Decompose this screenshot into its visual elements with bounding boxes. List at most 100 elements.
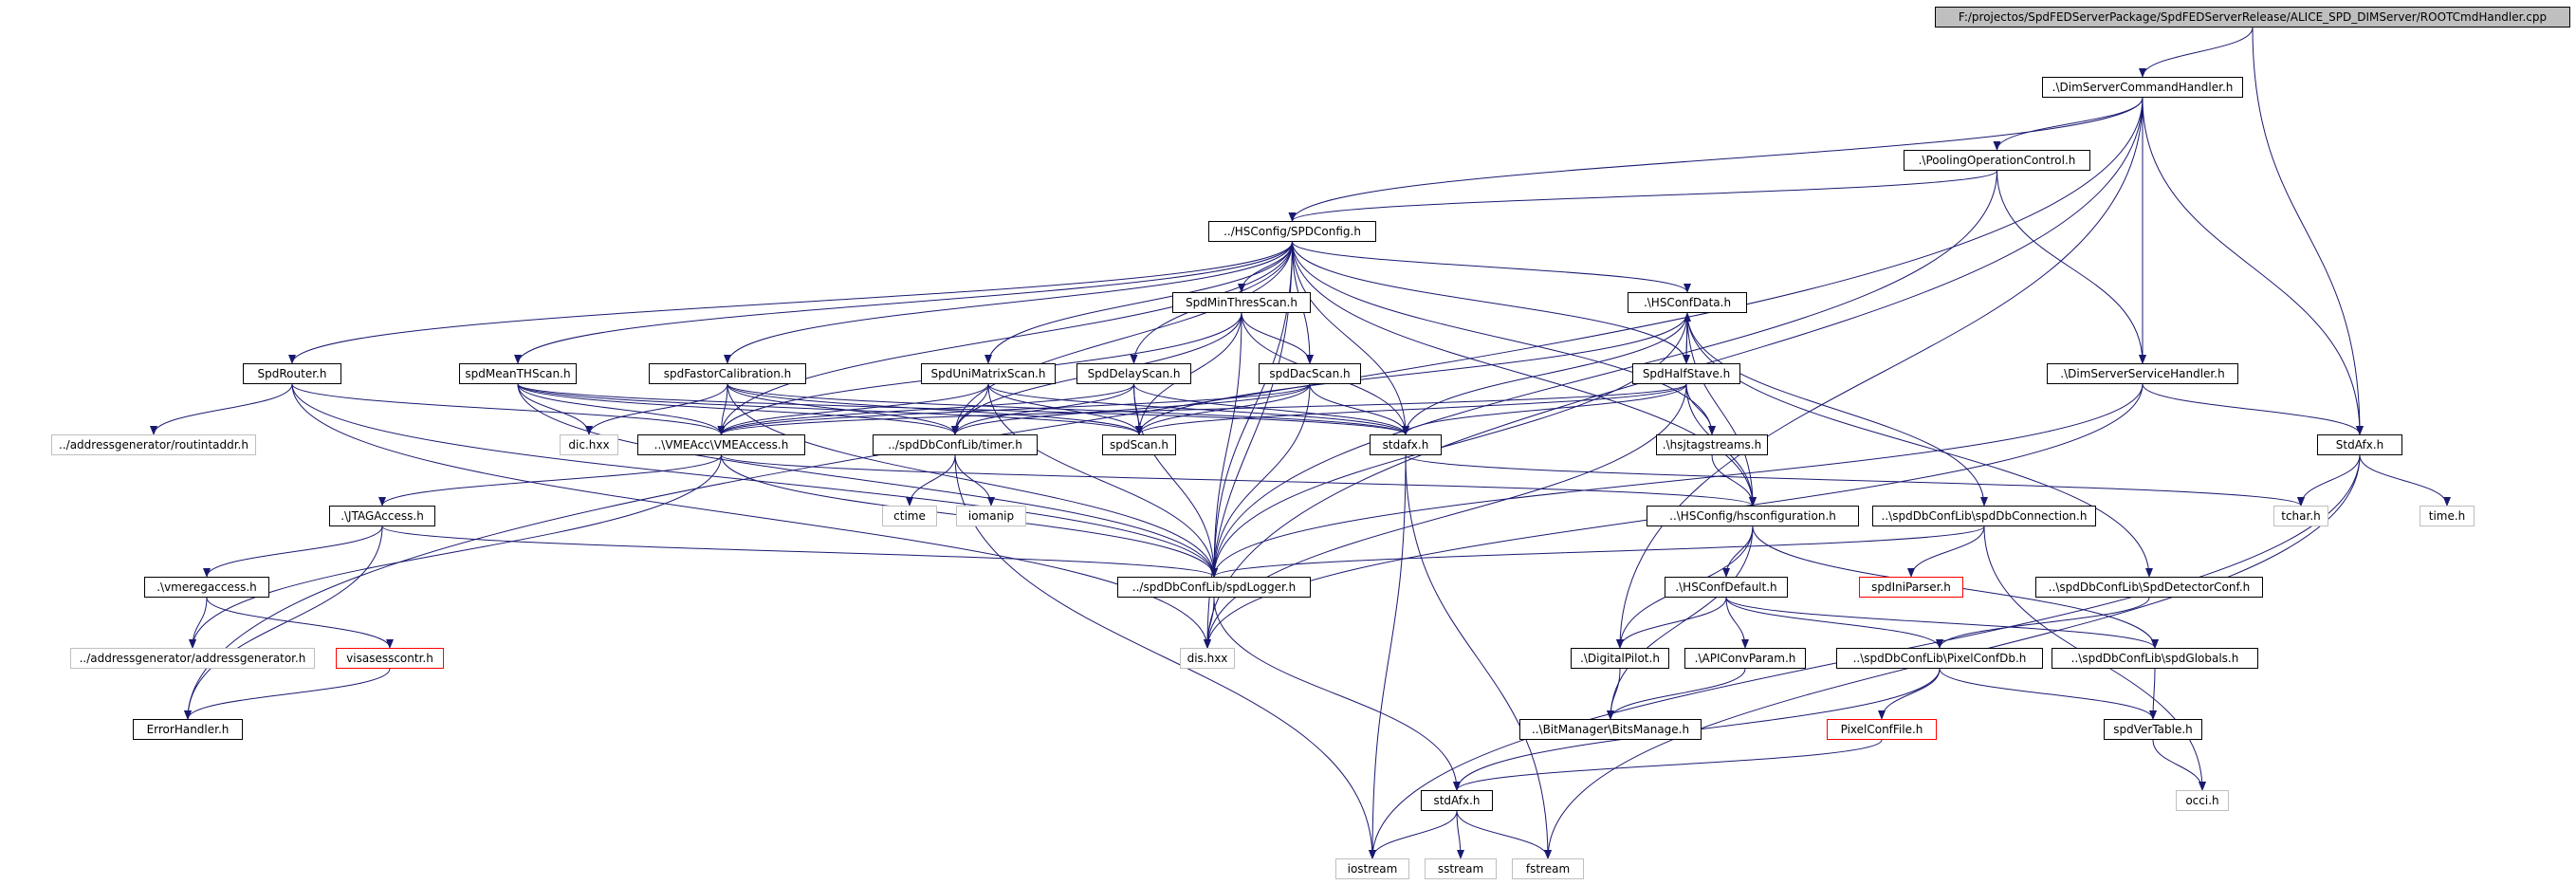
edge-spdconfig-to-minthres bbox=[1238, 241, 1293, 293]
node-stdafx-lower[interactable]: stdAfx.h bbox=[1421, 790, 1493, 811]
edge-delay-to-spdlogger bbox=[1133, 383, 1218, 578]
edge-spdlogger-to-stdafx_low bbox=[1213, 597, 1461, 791]
node-pixelconffile[interactable]: PixelConfFile.h bbox=[1827, 719, 1937, 740]
edge-spdconfig-to-stdafx_mid bbox=[1292, 241, 1409, 435]
node-spdconfig[interactable]: ../HSConfig/SPDConfig.h bbox=[1208, 221, 1376, 242]
edge-dbconn-to-spdini bbox=[1907, 525, 1985, 578]
node-stdafx-middle[interactable]: stdafx.h bbox=[1370, 434, 1442, 455]
node-spdhalfstave[interactable]: SpdHalfStave.h bbox=[1632, 363, 1740, 384]
node-digitalpilot[interactable]: .\DigitalPilot.h bbox=[1571, 648, 1669, 669]
node-spdrouter[interactable]: SpdRouter.h bbox=[243, 363, 341, 384]
node-apiconvparam[interactable]: .\APIConvParam.h bbox=[1684, 648, 1806, 669]
node-time-h[interactable]: time.h bbox=[2420, 506, 2475, 526]
edge-spdconfig-to-spdrouter bbox=[288, 241, 1293, 364]
edge-stdafx_low-to-sstream bbox=[1456, 810, 1464, 859]
node-timer[interactable]: ../spdDbConfLib/timer.h bbox=[873, 434, 1038, 455]
node-poolingoperationcontrol[interactable]: .\PoolingOperationControl.h bbox=[1904, 150, 2090, 171]
edge-group bbox=[150, 27, 2451, 859]
edge-dimcmd-to-pooling bbox=[1993, 97, 2144, 151]
edge-meanth-to-spdlogger bbox=[517, 383, 1218, 578]
edge-halfstave-to-stdafx_mid bbox=[1402, 383, 1687, 435]
node-stdafx-upper[interactable]: StdAfx.h bbox=[2317, 434, 2402, 455]
node-vmeaccess[interactable]: ..\VMEAcc\VMEAccess.h bbox=[637, 434, 805, 455]
edge-vmeaccess-to-hsconfiguration bbox=[721, 454, 1757, 507]
edge-delay-to-vmeaccess bbox=[717, 383, 1134, 435]
node-dimserverservicehandler[interactable]: .\DimServerServiceHandler.h bbox=[2047, 363, 2238, 384]
node-spddetectorconf[interactable]: ..\spdDbConfLib\SpdDetectorConf.h bbox=[2035, 577, 2263, 598]
edge-spdlogger-to-dishxx bbox=[1204, 597, 1215, 649]
node-errorhandler[interactable]: ErrorHandler.h bbox=[133, 719, 243, 740]
edge-detectorconf-to-pixelconfdb bbox=[1936, 597, 2150, 649]
edge-halfstave-to-hsconfdata bbox=[1683, 312, 1691, 364]
node-occi[interactable]: occi.h bbox=[2176, 790, 2229, 811]
edge-dac-to-spdlogger bbox=[1210, 383, 1311, 578]
node-routintaddr[interactable]: ../addressgenerator/routintaddr.h bbox=[51, 434, 256, 455]
edge-minthres-to-spdlogger bbox=[1210, 312, 1242, 578]
edge-dimcmd-to-digitalpilot bbox=[1616, 97, 2144, 649]
node-spdlogger[interactable]: ../spdDbConfLib/spdLogger.h bbox=[1117, 577, 1311, 598]
node-dimservercommandhandler[interactable]: .\DimServerCommandHandler.h bbox=[2042, 77, 2243, 98]
edge-spdrouter-to-spdlogger bbox=[291, 383, 1218, 578]
edge-halfstave-to-hsjtag bbox=[1685, 383, 1716, 435]
edge-stdafx_mid-to-fstream bbox=[1405, 454, 1552, 859]
node-spdvertable[interactable]: spdVerTable.h bbox=[2104, 719, 2202, 740]
edge-root-to-dimcmd bbox=[2139, 27, 2254, 78]
edge-spdconfig-to-hsjtag bbox=[1292, 241, 1716, 435]
edge-dac-to-stdafx_mid bbox=[1309, 383, 1409, 435]
node-spdglobals[interactable]: ..\spdDbConfLib\spdGlobals.h bbox=[2052, 648, 2258, 669]
node-pixelconfdb[interactable]: ..\spdDbConfLib\PixelConfDb.h bbox=[1836, 648, 2043, 669]
edge-stdafx_mid-to-iostream bbox=[1369, 454, 1407, 859]
node-spdminthresscan[interactable]: SpdMinThresScan.h bbox=[1172, 292, 1311, 313]
edge-stdafx_low-to-iostream bbox=[1369, 810, 1458, 859]
edge-spdrouter-to-routaddr bbox=[150, 383, 293, 435]
node-iomanip[interactable]: iomanip bbox=[956, 506, 1026, 526]
node-hsjtagstreams[interactable]: .\hsjtagstreams.h bbox=[1656, 434, 1768, 455]
edge-spdconfig-to-unimatrix bbox=[984, 241, 1293, 364]
node-hsconfdefault[interactable]: .\HSConfDefault.h bbox=[1665, 577, 1788, 598]
node-ctime[interactable]: ctime bbox=[882, 506, 937, 526]
node-spddacscan[interactable]: spdDacScan.h bbox=[1259, 363, 1361, 384]
edge-spdconfig-to-hsconfdata bbox=[1292, 241, 1691, 293]
node-sstream[interactable]: sstream bbox=[1425, 858, 1497, 879]
node-tchar[interactable]: tchar.h bbox=[2273, 506, 2328, 526]
edge-pooling-to-spdconfig bbox=[1288, 170, 1997, 222]
edge-delay-to-timer bbox=[951, 383, 1134, 435]
edge-minthres-to-dac bbox=[1241, 312, 1314, 364]
node-spdfastorcalibration[interactable]: spdFastorCalibration.h bbox=[649, 363, 806, 384]
node-bitsmanage[interactable]: ..\BitManager\BitsManage.h bbox=[1519, 719, 1702, 740]
edge-timer-to-iostream bbox=[954, 454, 1376, 859]
node-hsconfdata[interactable]: .\HSConfData.h bbox=[1628, 292, 1747, 313]
node-spdscan[interactable]: spdScan.h bbox=[1102, 434, 1176, 455]
edge-vmeregaccess-to-addrgen bbox=[189, 597, 208, 649]
edge-jtag-to-errorhandler bbox=[184, 525, 383, 720]
node-addressgenerator[interactable]: ../addressgenerator/addressgenerator.h bbox=[70, 648, 315, 669]
edge-stdafx_low-to-fstream bbox=[1456, 810, 1552, 859]
edge-dimservice-to-spdlogger bbox=[1210, 383, 2144, 578]
edge-meanth-to-dichxx bbox=[517, 383, 593, 435]
node-hsconfiguration[interactable]: ..\HSConfig/hsconfiguration.h bbox=[1647, 506, 1859, 526]
node-spdiniparser[interactable]: spdIniParser.h bbox=[1859, 577, 1963, 598]
edge-halfstave-to-spdscan bbox=[1135, 383, 1687, 435]
node-dic-hxx[interactable]: dic.hxx bbox=[560, 434, 618, 455]
edge-dac-to-vmeaccess bbox=[717, 383, 1311, 435]
edge-unimatrix-to-vmeaccess bbox=[717, 383, 989, 435]
edge-pooling-to-spdlogger bbox=[1210, 170, 1997, 578]
node-spduniconmatrixscan[interactable]: SpdUniMatrixScan.h bbox=[921, 363, 1056, 384]
node-root-file[interactable]: F:/projectos/SpdFEDServerPackage/SpdFEDS… bbox=[1935, 7, 2570, 28]
node-vmeregaccess[interactable]: .\vmeregaccess.h bbox=[144, 577, 269, 598]
edge-unimatrix-to-spdlogger bbox=[987, 383, 1218, 578]
edge-dac-to-spdscan bbox=[1135, 383, 1311, 435]
edge-hsconfdefault-to-apiconv bbox=[1725, 597, 1749, 649]
node-spddelayscan[interactable]: SpdDelayScan.h bbox=[1076, 363, 1191, 384]
edge-spdconfig-to-hsconfiguration bbox=[1292, 241, 1757, 507]
node-spddbconnection[interactable]: ..\spdDbConfLib\spdDbConnection.h bbox=[1872, 506, 2096, 526]
node-dis-hxx[interactable]: dis.hxx bbox=[1180, 648, 1235, 669]
edge-hsconfiguration-to-bitsmanage bbox=[1607, 525, 1754, 720]
node-visasesscontr[interactable]: visasesscontr.h bbox=[336, 648, 444, 669]
node-jtagaccess[interactable]: .\JTAGAccess.h bbox=[329, 506, 435, 526]
node-fstream[interactable]: fstream bbox=[1512, 858, 1584, 879]
edge-meanth-to-stdafx_mid bbox=[517, 383, 1409, 435]
node-iostream[interactable]: iostream bbox=[1335, 858, 1409, 879]
node-spdmeanthscan[interactable]: spdMeanTHScan.h bbox=[459, 363, 577, 384]
